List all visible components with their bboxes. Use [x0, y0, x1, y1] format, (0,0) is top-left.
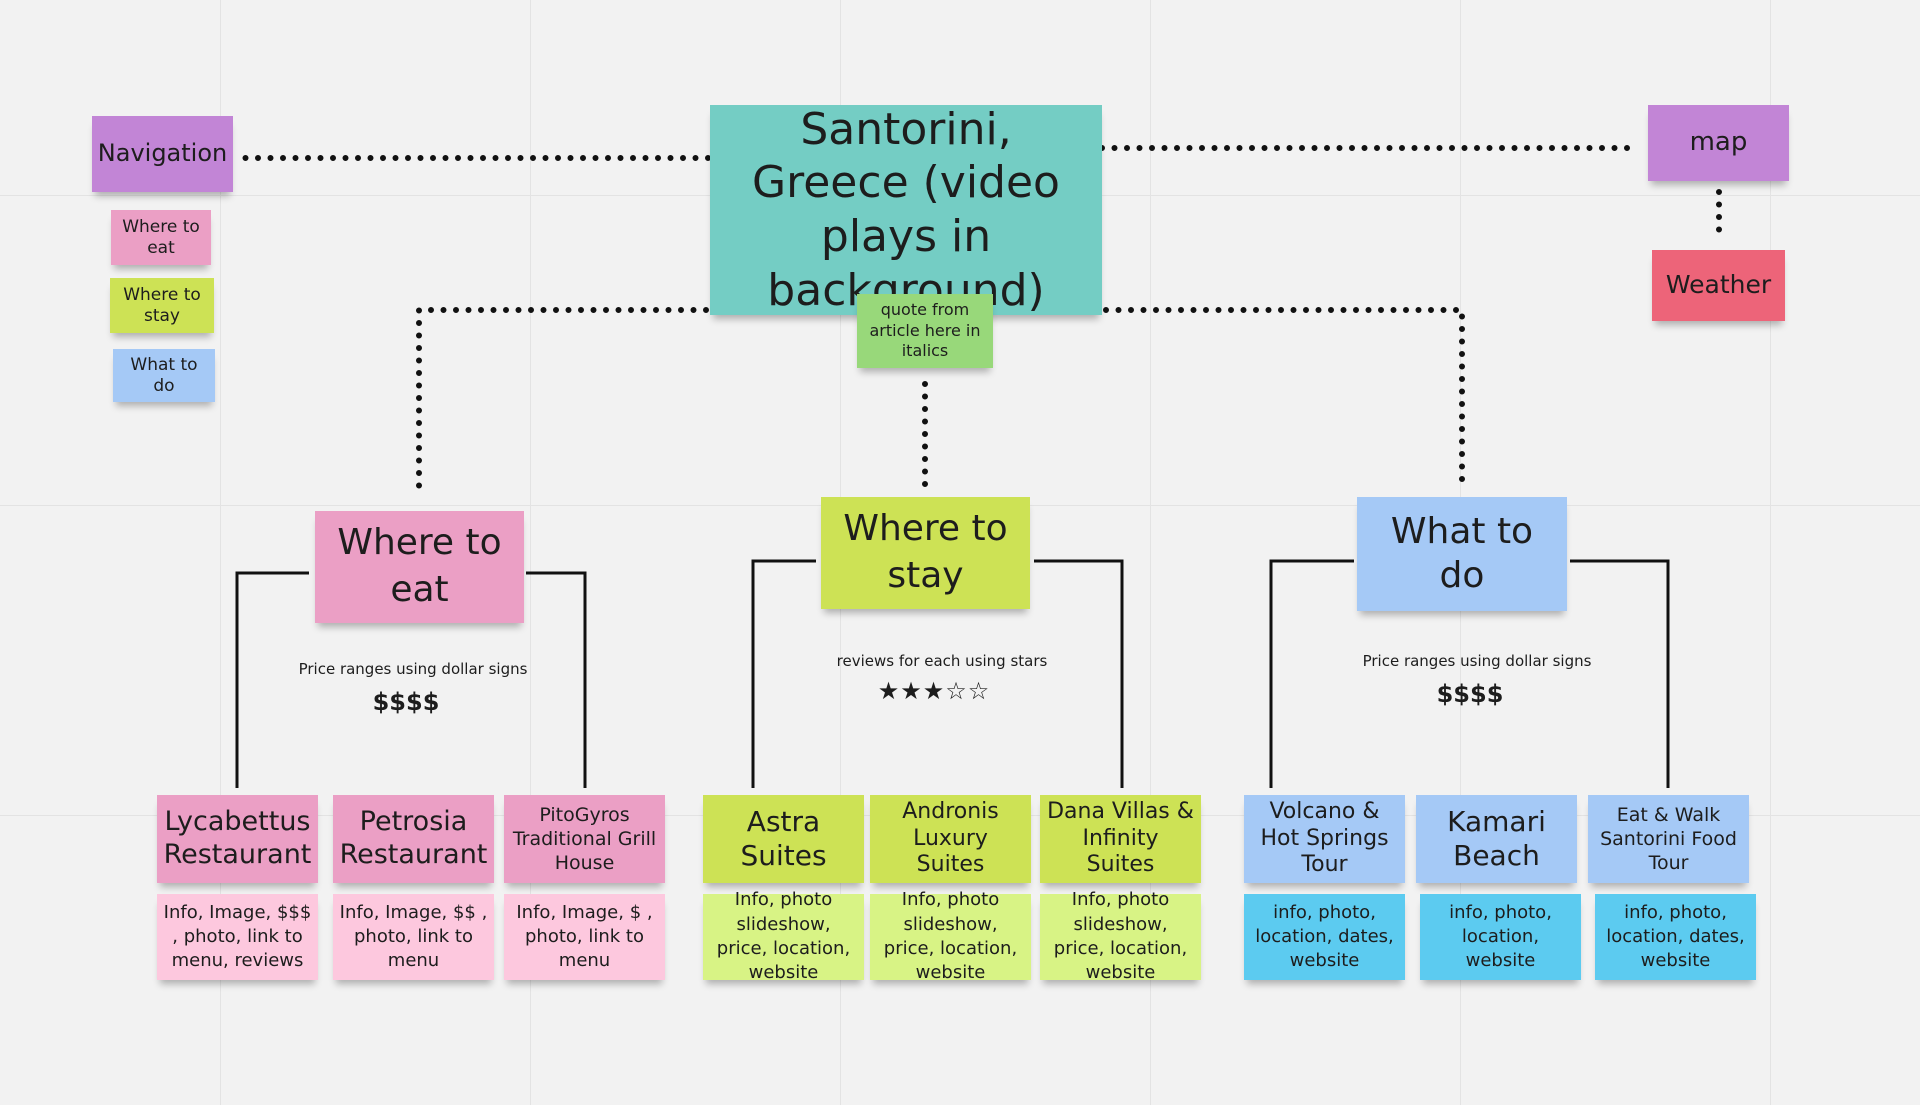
card-lycabettus-restaurant[interactable]: Lycabettus Restaurant: [157, 795, 318, 883]
card-details: Info, Image, $$ , photo, link to menu: [339, 901, 488, 972]
main-title: Santorini, Greece (video plays in backgr…: [752, 103, 1060, 316]
bracket-stay-right: [1034, 559, 1124, 788]
section-where-to-stay-sticky[interactable]: Where to stay: [821, 497, 1030, 609]
card-dana-villas-infinity-suites[interactable]: Dana Villas & Infinity Suites: [1040, 795, 1201, 883]
bracket-do-left: [1269, 559, 1354, 788]
dotted-connector-title-do: [1103, 307, 1465, 483]
card-title: Volcano & Hot Springs Tour: [1260, 798, 1389, 878]
card-details: Info, photo slideshow, price, location, …: [883, 889, 1018, 984]
eat-dollar-rating: $$$$: [372, 688, 440, 716]
nav-item-where-to-eat[interactable]: Where to eat: [111, 210, 211, 265]
card-volcano-hot-springs-tour[interactable]: Volcano & Hot Springs Tour: [1244, 795, 1405, 883]
card-kamari-beach[interactable]: Kamari Beach: [1416, 795, 1577, 883]
eat-price-note: Price ranges using dollar signs: [298, 660, 528, 678]
card-dana-villas-details[interactable]: Info, photo slideshow, price, location, …: [1040, 889, 1201, 983]
card-details: info, photo, location, dates, website: [1606, 901, 1745, 972]
do-dollar-rating: $$$$: [1436, 680, 1504, 708]
card-andronis-luxury-suites[interactable]: Andronis Luxury Suites: [870, 795, 1031, 883]
card-details: info, photo, location, dates, website: [1255, 901, 1394, 972]
quote-note-sticky[interactable]: quote from article here in italics: [857, 294, 993, 368]
nav-item-label: What to do: [130, 354, 198, 396]
card-eat-walk-details[interactable]: info, photo, location, dates, website: [1595, 894, 1756, 980]
card-title: Kamari Beach: [1447, 804, 1546, 872]
map-label: map: [1689, 127, 1748, 158]
card-title: Petrosia Restaurant: [339, 806, 488, 870]
card-eat-walk-food-tour[interactable]: Eat & Walk Santorini Food Tour: [1588, 795, 1749, 883]
weather-label: Weather: [1665, 270, 1772, 300]
card-petrosia-restaurant[interactable]: Petrosia Restaurant: [333, 795, 494, 883]
section-title: What to do: [1390, 511, 1534, 596]
card-title: PitoGyros Traditional Grill House: [512, 803, 657, 875]
card-andronis-details[interactable]: Info, photo slideshow, price, location, …: [870, 889, 1031, 983]
card-title: Eat & Walk Santorini Food Tour: [1600, 803, 1737, 875]
card-astra-suites[interactable]: Astra Suites: [703, 795, 864, 883]
card-details: Info, photo slideshow, price, location, …: [1053, 889, 1188, 984]
navigation-label: Navigation: [97, 139, 228, 168]
card-details: info, photo, location, website: [1449, 901, 1552, 972]
card-details: Info, Image, $ , photo, link to menu: [516, 901, 653, 972]
bracket-stay-left: [751, 559, 816, 788]
section-title: Where to stay: [843, 508, 1008, 596]
stay-star-rating: ★★★☆☆: [877, 677, 991, 705]
card-pitogyros-details[interactable]: Info, Image, $ , photo, link to menu: [504, 894, 665, 980]
card-astra-details[interactable]: Info, photo slideshow, price, location, …: [703, 889, 864, 983]
card-title: Lycabettus Restaurant: [163, 806, 312, 870]
card-petrosia-details[interactable]: Info, Image, $$ , photo, link to menu: [333, 894, 494, 980]
section-title: Where to eat: [337, 522, 502, 610]
card-title: Astra Suites: [740, 804, 827, 872]
nav-item-label: Where to stay: [123, 284, 201, 326]
section-where-to-eat-sticky[interactable]: Where to eat: [315, 511, 524, 623]
main-title-sticky[interactable]: Santorini, Greece (video plays in backgr…: [710, 103, 1102, 316]
bracket-do-right: [1570, 559, 1670, 788]
navigation-sticky[interactable]: Navigation: [92, 116, 233, 192]
stay-reviews-note: reviews for each using stars: [836, 652, 1048, 670]
bracket-eat-right: [526, 571, 587, 788]
section-what-to-do-sticky[interactable]: What to do: [1357, 497, 1567, 611]
card-kamari-details[interactable]: info, photo, location, website: [1420, 894, 1581, 980]
do-price-note: Price ranges using dollar signs: [1362, 652, 1592, 670]
quote-note: quote from article here in italics: [869, 299, 981, 361]
card-lycabettus-details[interactable]: Info, Image, $$$ , photo, link to menu, …: [157, 894, 318, 980]
card-title: Andronis Luxury Suites: [902, 798, 999, 878]
nav-item-where-to-stay[interactable]: Where to stay: [110, 278, 214, 333]
card-title: Dana Villas & Infinity Suites: [1047, 798, 1194, 878]
card-pitogyros-grill-house[interactable]: PitoGyros Traditional Grill House: [504, 795, 665, 883]
nav-item-label: Where to eat: [122, 216, 200, 258]
map-sticky[interactable]: map: [1648, 105, 1789, 181]
dotted-connector-title-eat: [416, 307, 709, 491]
card-volcano-details[interactable]: info, photo, location, dates, website: [1244, 894, 1405, 980]
card-details: Info, Image, $$$ , photo, link to menu, …: [163, 901, 312, 972]
nav-item-what-to-do[interactable]: What to do: [113, 349, 215, 402]
weather-sticky[interactable]: Weather: [1652, 250, 1785, 321]
card-details: Info, photo slideshow, price, location, …: [716, 889, 851, 984]
bracket-eat-left: [235, 571, 309, 788]
